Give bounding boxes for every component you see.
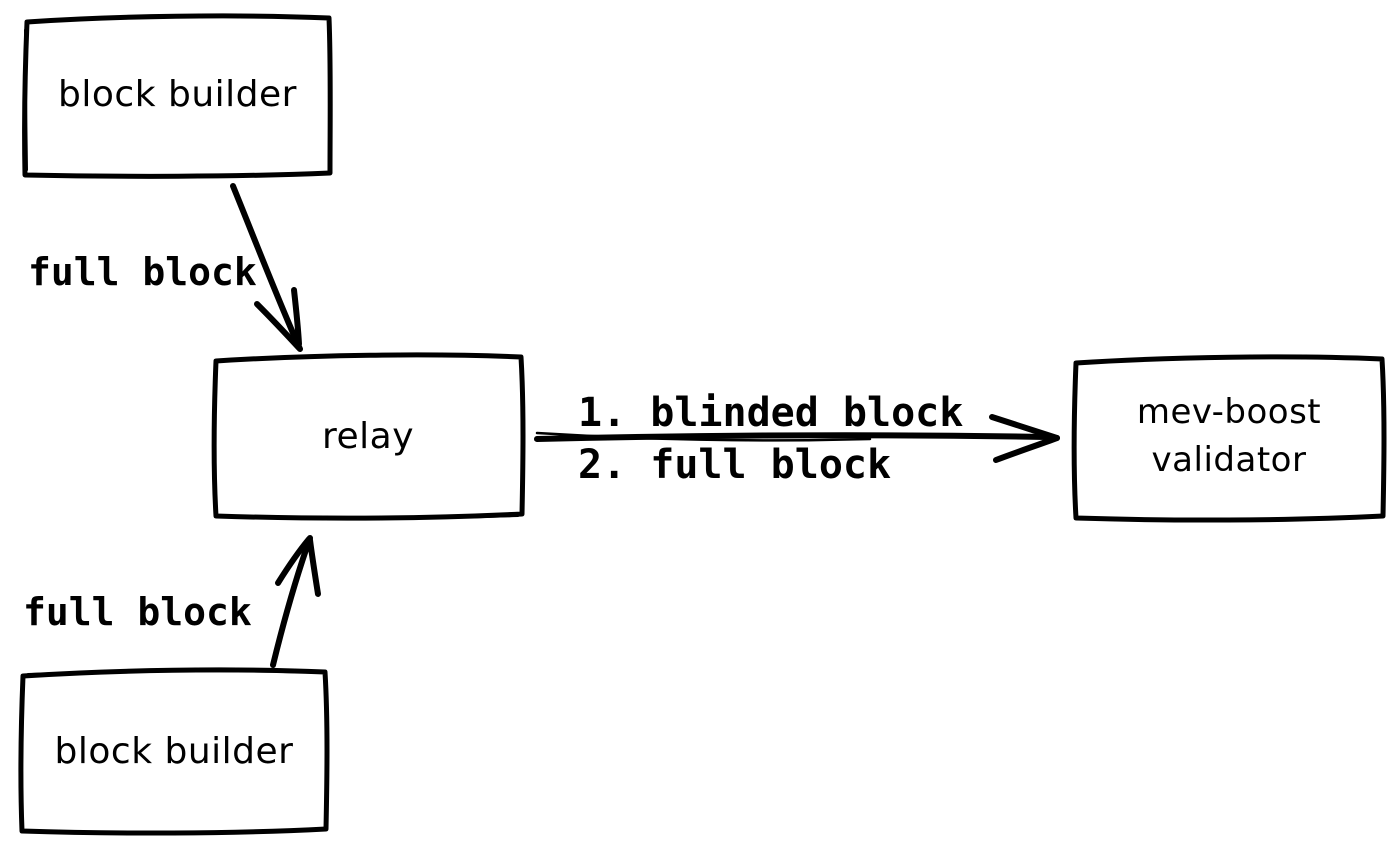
node-box-block-builder-bottom xyxy=(18,667,330,836)
edge-relay-to-validator-arrowhead xyxy=(993,435,1060,463)
node-box-block-builder-top-accent xyxy=(24,29,28,171)
node-box-relay xyxy=(211,352,526,521)
node-label-mev-boost-validator: mev-boost validator xyxy=(1073,388,1385,484)
edge-label-blinded-block: 1. blinded block xyxy=(578,390,964,436)
edge-label-full-block-bottom: full block xyxy=(23,590,252,634)
edge-builder-top-to-relay-arrowhead xyxy=(254,301,302,351)
node-box-mev-boost-validator-accent xyxy=(1382,364,1385,513)
edge-label-full-block-right: 2. full block xyxy=(578,442,892,488)
node-label-mev-boost-validator-line1: mev-boost xyxy=(1136,392,1322,432)
edge-builder-bottom-to-relay-arrowhead xyxy=(275,536,312,586)
edge-relay-to-validator-arrowhead xyxy=(989,414,1060,441)
edge-builder-bottom-to-relay-shaft xyxy=(270,535,313,668)
edge-builder-top-to-relay-arrowhead xyxy=(291,287,302,347)
edge-builder-bottom-to-relay-arrowhead xyxy=(307,537,321,597)
node-box-block-builder-bottom-accent xyxy=(27,670,323,675)
node-label-mev-boost-validator-line2: validator xyxy=(1151,440,1307,480)
node-label-block-builder-top: block builder xyxy=(58,74,297,115)
edge-relay-to-validator-shaft-accent xyxy=(535,431,872,442)
node-box-block-builder-top xyxy=(22,13,333,179)
node-label-relay: relay xyxy=(321,416,415,457)
edge-builder-top-to-relay-shaft xyxy=(230,183,303,352)
node-label-block-builder-bottom: block builder xyxy=(54,731,294,772)
node-box-mev-boost-validator xyxy=(1071,354,1387,523)
node-box-relay-accent xyxy=(219,515,519,520)
edge-label-full-block-top: full block xyxy=(28,250,257,294)
